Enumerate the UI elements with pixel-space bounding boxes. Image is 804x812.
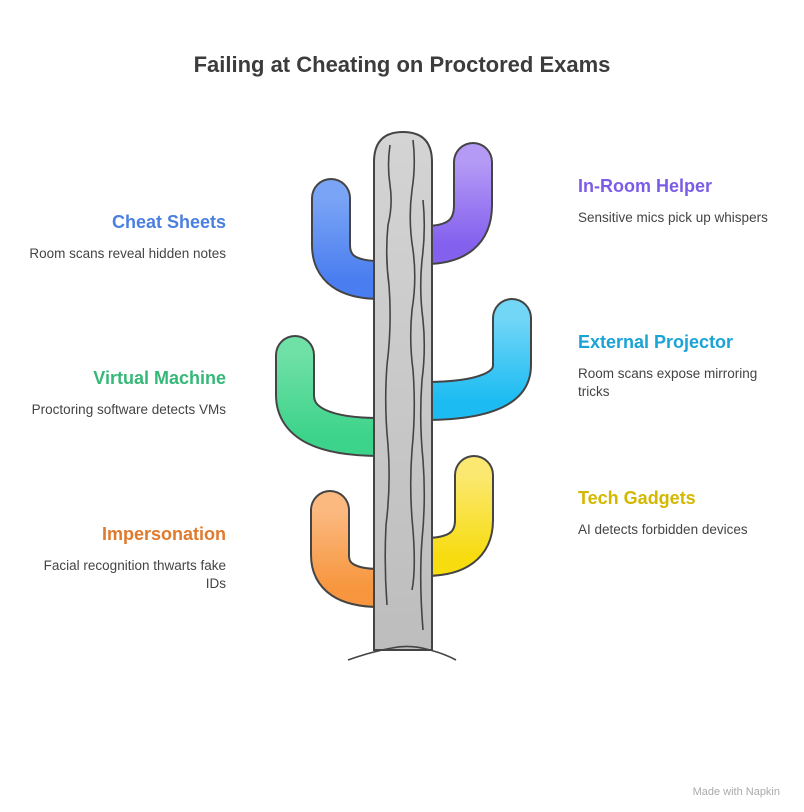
item-description: Proctoring software detects VMs [31, 402, 226, 417]
arm-in-room-helper [405, 142, 493, 265]
napkin-watermark: Made with Napkin [692, 786, 780, 798]
item-cheat-sheets: Cheat Sheets Room scans reveal hidden no… [26, 212, 226, 263]
arm-virtual-machine [275, 335, 400, 457]
arm-external-projector [405, 298, 532, 421]
item-title: Cheat Sheets [111, 212, 226, 232]
item-description: AI detects forbidden devices [578, 522, 748, 537]
item-title: In-Room Helper [578, 176, 713, 196]
item-impersonation: Impersonation Facial recognition thwarts… [26, 524, 226, 593]
item-virtual-machine: Virtual Machine Proctoring software dete… [26, 368, 226, 419]
cactus-trunk [347, 130, 457, 661]
item-description: Room scans expose mirroring tricks [578, 366, 758, 399]
arm-cheat-sheets [311, 178, 400, 300]
item-title: Impersonation [101, 524, 226, 544]
item-in-room-helper: In-Room Helper Sensitive mics pick up wh… [578, 176, 778, 227]
page-title: Failing at Cheating on Proctored Exams [193, 52, 611, 77]
item-title: Virtual Machine [93, 368, 226, 388]
item-title: External Projector [578, 332, 734, 352]
item-tech-gadgets: Tech Gadgets AI detects forbidden device… [578, 488, 778, 539]
item-description: Facial recognition thwarts fake IDs [43, 558, 226, 591]
item-description: Sensitive mics pick up whispers [578, 210, 768, 225]
item-description: Room scans reveal hidden notes [29, 246, 226, 261]
arm-tech-gadgets [405, 455, 494, 577]
item-title: Tech Gadgets [578, 488, 696, 508]
item-external-projector: External Projector Room scans expose mir… [578, 332, 778, 401]
arm-impersonation [310, 490, 400, 608]
